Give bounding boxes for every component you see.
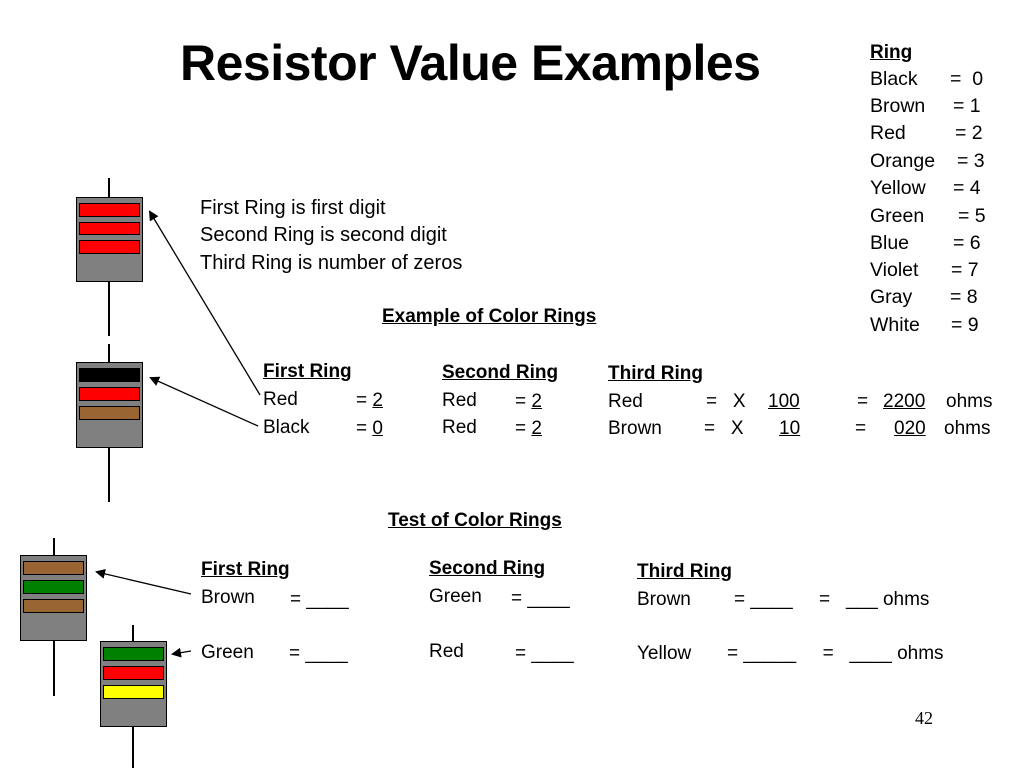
legend-value: = 8 [950,286,978,308]
example-times: = X [704,418,744,439]
example-multiplier: 100 [768,391,800,412]
band-red [79,387,140,401]
test-second-ring-color: Red [429,641,464,662]
slide-number: 42 [915,708,933,728]
test-answer-blank: = ____ [289,643,348,664]
legend-value: = 7 [951,259,979,281]
test-answer-blank: = ____ [290,589,349,610]
page-title: Resistor Value Examples [180,35,761,91]
band-red [103,666,164,680]
example-first-ring-heading: First Ring [263,361,352,382]
example-times: = X [706,391,746,412]
legend-value: = 6 [953,232,981,254]
example-third-ring-heading: Third Ring [608,363,703,384]
example-equals: = [356,390,373,411]
example-equals: = [855,418,867,439]
test-third-ring-color: Brown [637,589,691,610]
legend-color-label: Yellow [870,177,926,199]
example-unit: ohms [944,418,991,439]
example-equals: = [356,418,373,439]
legend-color-label: Red [870,122,906,144]
test-first-ring-heading: First Ring [201,559,290,580]
legend-color-label: White [870,314,920,336]
example-third-ring-color: Red [608,391,643,412]
test-first-ring-color: Brown [201,587,255,608]
example-third-ring-color: Brown [608,418,662,439]
test-heading: Test of Color Rings [388,510,562,531]
legend-color-label: Brown [870,95,926,117]
example-equals: = [515,391,532,412]
example-digit: 2 [531,391,542,412]
arrow-line [95,568,192,595]
example-result: 2200 [883,391,926,412]
legend-heading: Ring [870,42,913,63]
example-unit: ohms [946,391,993,412]
arrow-line [171,647,192,658]
band-yellow [103,685,164,699]
test-answer-blank: = ____ = ___ ohms [734,589,930,610]
test-third-ring-color: Yellow [637,643,692,664]
example-first-ring-color: Black [263,417,310,438]
test-first-ring-color: Green [201,642,254,663]
band-brown [23,599,84,613]
example-equals: = [515,418,532,439]
example-equals: = [857,391,869,412]
example-digit: 0 [372,418,383,439]
band-black [79,368,140,382]
arrow-line [149,376,259,427]
legend-value: = 3 [957,150,985,172]
example-second-ring-heading: Second Ring [442,362,559,383]
arrow-line [148,210,261,396]
example-first-ring-color: Red [263,389,298,410]
test-answer-blank: = ____ [511,588,570,609]
band-red [79,203,140,217]
band-red [79,222,140,235]
legend-color-label: Orange [870,150,936,172]
legend-color-label: Black [870,68,918,90]
test-answer-blank: = _____ = ____ ohms [727,643,944,664]
rule-first-ring: First Ring is first digit [200,197,386,219]
legend-color-label: Violet [870,259,919,281]
legend-value: = 0 [950,68,984,90]
legend-value: = 5 [958,205,986,227]
legend-color-label: Gray [870,286,913,308]
test-answer-blank: = ____ [515,643,574,664]
band-green [23,580,84,594]
test-second-ring-heading: Second Ring [429,558,546,579]
example-multiplier: 10 [779,418,801,439]
legend-value: = 9 [951,314,979,336]
legend-value: = 1 [953,95,981,117]
legend-color-label: Green [870,205,925,227]
legend-color-label: Blue [870,232,910,254]
example-digit: 2 [531,418,542,439]
legend-value: = 2 [955,122,983,144]
band-green [103,647,164,661]
band-red [79,240,140,254]
legend-value: = 4 [953,177,981,199]
example-second-ring-color: Red [442,417,477,438]
rule-third-ring: Third Ring is number of zeros [200,252,463,274]
example-heading: Example of Color Rings [382,306,597,327]
band-brown [79,406,140,420]
test-third-ring-heading: Third Ring [637,561,732,582]
band-brown [23,561,84,575]
example-second-ring-color: Red [442,390,477,411]
example-digit: 2 [372,390,383,411]
rule-second-ring: Second Ring is second digit [200,224,447,246]
example-result: 020 [894,418,926,439]
test-second-ring-color: Green [429,586,482,607]
